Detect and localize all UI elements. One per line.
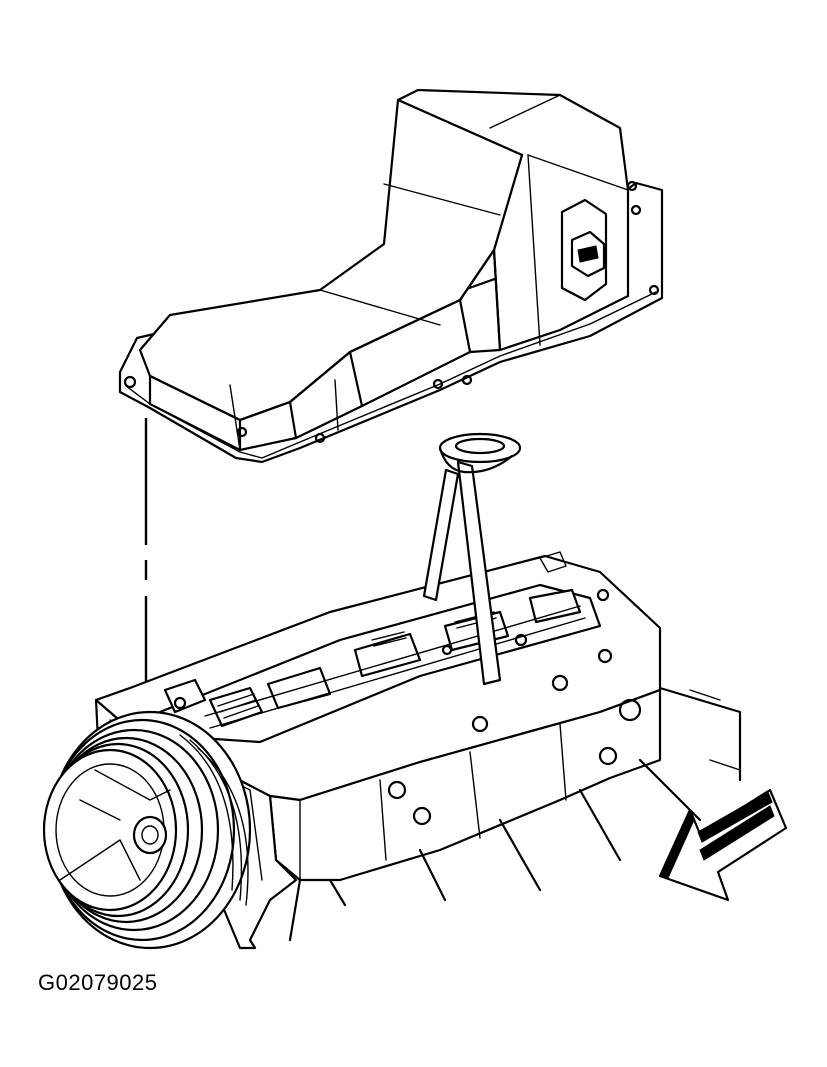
oil-pan (118, 88, 664, 464)
crankshaft-balancer (42, 710, 252, 950)
oil-level-indicator-tube (422, 432, 522, 686)
figure-id-label: G02079025 (38, 970, 158, 995)
front-of-vehicle-arrow (658, 788, 788, 902)
